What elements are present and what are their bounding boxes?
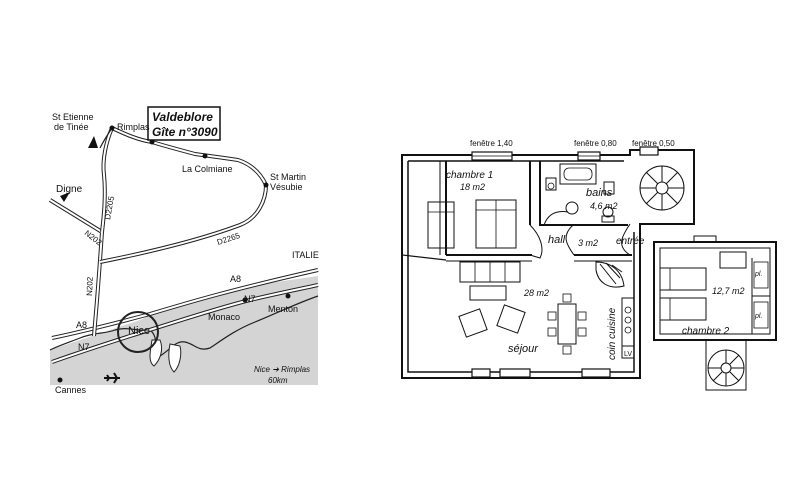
map-title-box — [147, 106, 221, 141]
label-lv: LV — [624, 351, 632, 358]
road-label-a8-b: A8 — [76, 320, 87, 330]
label-pl-1: pl. — [754, 271, 762, 278]
map-title-line1: Valdeblore — [152, 110, 213, 124]
coast-bump — [168, 343, 182, 373]
label-chambre2: chambre 2 — [682, 326, 730, 337]
rimplas-dot — [109, 125, 115, 131]
label-st-etienne-1: St Etienne — [52, 112, 94, 122]
wall-chambre2 — [653, 241, 777, 341]
st-etienne-arrow-icon — [88, 136, 98, 148]
nice-circle — [117, 311, 159, 353]
cannes-dot — [57, 377, 63, 383]
sea-area — [50, 276, 318, 385]
cupboard-1 — [753, 261, 769, 289]
door-arc — [543, 211, 569, 226]
label-la-colmiane: La Colmiane — [182, 164, 233, 174]
wall-bains — [539, 161, 628, 226]
sink-icon — [565, 201, 579, 215]
label-digne: Digne — [56, 184, 83, 195]
coffee-table — [469, 285, 507, 301]
label-bains: bains — [586, 187, 613, 199]
label-chambre2-area: 12,7 m2 — [712, 286, 745, 296]
label-monaco: Monaco — [208, 312, 240, 322]
label-hall-area: 3 m2 — [578, 238, 598, 248]
label-entree: entrée — [616, 236, 645, 247]
label-st-martin-1: St Martin — [270, 172, 306, 182]
window-bottom-3 — [471, 368, 491, 378]
road-label-n202-b: N202 — [85, 276, 95, 296]
label-italie: ITALIE — [292, 250, 319, 260]
spiral-staircase-bottom — [705, 340, 747, 391]
label-window-2: fenêtre 0,80 — [574, 139, 617, 148]
armchair — [496, 304, 526, 334]
spiral-staircase-top — [639, 165, 685, 211]
armchair — [458, 308, 488, 338]
door-arc — [621, 223, 631, 256]
bed-single — [427, 201, 455, 249]
menton-dot — [285, 293, 291, 299]
label-window-1: fenêtre 1,40 — [470, 139, 513, 148]
bed-chambre2-1 — [659, 267, 707, 291]
st-martin-dot — [263, 182, 269, 188]
dining-table — [557, 303, 577, 345]
window-bottom-2 — [581, 368, 611, 378]
label-sejour-area: 28 m2 — [523, 288, 549, 298]
label-window-3: fenêtre 0,50 — [632, 139, 675, 148]
spiral-staircase-middle — [595, 261, 625, 288]
desk — [719, 251, 747, 269]
road-label-n7-b: N7 — [78, 342, 90, 352]
location-map: Valdeblore Gîte n°3090 St Etienne de Tin… — [48, 106, 319, 395]
floor-plan: fenêtre 1,40 fenêtre 0,80 fenêtre 0,50 c… — [401, 139, 777, 391]
label-rimplas: Rimplas — [117, 122, 150, 132]
label-coin-cuisine: coin cuisine — [607, 307, 618, 360]
door-arc — [529, 224, 543, 259]
label-st-martin-2: Vésubie — [270, 182, 303, 192]
road-label-d2205: D2205 — [103, 195, 116, 220]
window-bottom-1 — [499, 368, 531, 378]
outer-wall — [401, 149, 695, 379]
label-chambre1-area: 18 m2 — [460, 182, 485, 192]
road-label-n7-a: N7 — [244, 294, 256, 304]
label-menton: Menton — [268, 304, 298, 314]
label-cannes: Cannes — [55, 385, 87, 395]
door-arc — [565, 224, 575, 256]
road-n202 — [48, 198, 105, 337]
map-title-line2: Gîte n°3090 — [152, 125, 218, 139]
airplane-icon — [104, 372, 120, 384]
cupboard-2 — [753, 301, 769, 329]
window-3 — [639, 146, 659, 156]
label-hall: hall — [548, 234, 566, 246]
la-colmiane-dot — [202, 153, 208, 159]
label-pl-2: pl. — [754, 313, 762, 320]
digne-arrow-icon — [60, 192, 70, 202]
label-chambre1: chambre 1 — [446, 170, 493, 181]
bathtub — [559, 163, 597, 185]
monaco-dot — [242, 297, 248, 303]
label-st-etienne-2: de Tinée — [54, 122, 89, 132]
distance-line1: Nice ➔ Rimplas — [254, 365, 310, 374]
label-nice: Nice — [128, 325, 150, 337]
road-label-a8-a: A8 — [230, 274, 241, 284]
label-bains-area: 4,6 m2 — [590, 201, 618, 211]
label-sejour: séjour — [508, 343, 539, 355]
bed-chambre2-2 — [659, 297, 707, 321]
toilet-icon — [602, 206, 614, 218]
distance-line2: 60km — [268, 376, 288, 385]
